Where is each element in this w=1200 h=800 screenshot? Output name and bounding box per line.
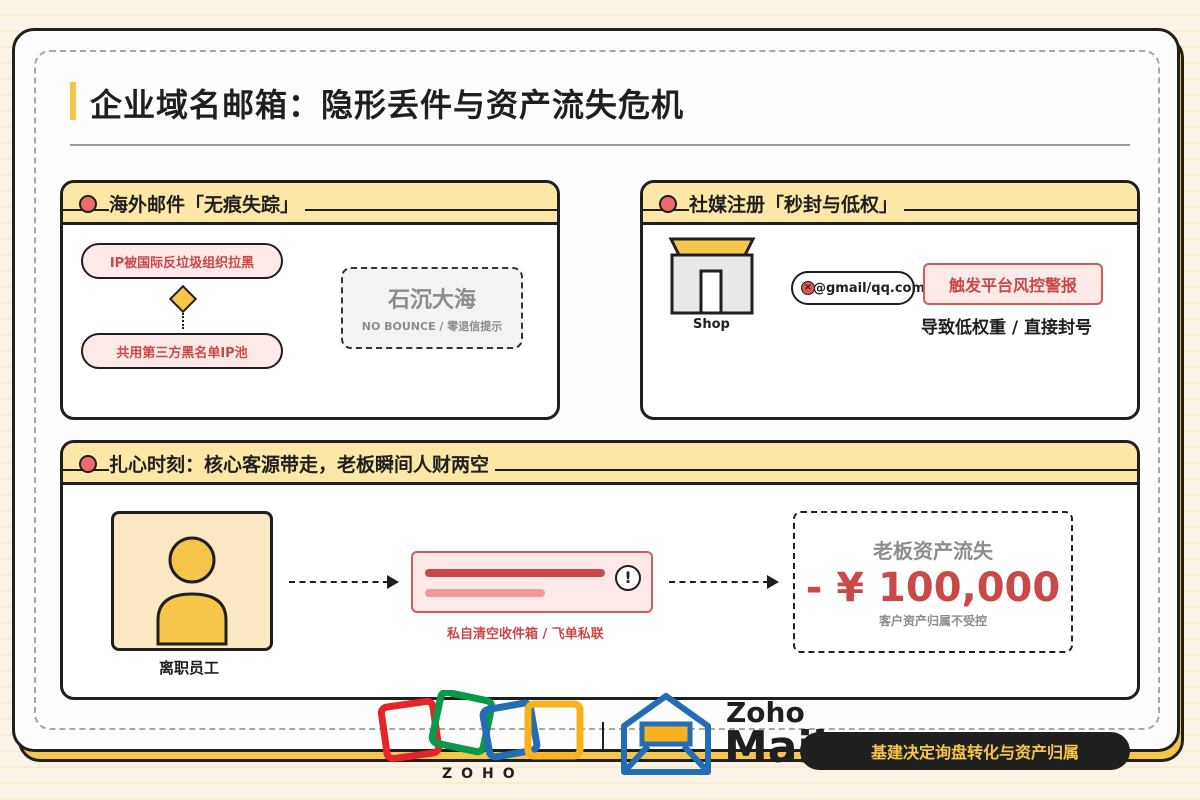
email-bar [425,569,605,577]
loss-subtitle: 客户资产归属不受控 [878,614,987,628]
error-x-icon: × [801,281,815,295]
inbox-cleared-box: ! [411,551,653,613]
shop-icon [669,237,755,315]
loss-amount: - ¥ 100,000 [805,565,1061,611]
arrow-to-loss [669,581,769,583]
email-bar [425,589,545,597]
panel-asset-loss: 扎心时刻：核心客源带走，老板瞬间人财两空 离职员工 ! 私自清空收件箱 / 飞单… [60,440,1140,700]
exclamation-icon: ! [615,565,641,591]
inbox-caption: 私自清空收件箱 / 飞单私联 [447,627,604,642]
employee-label: 离职员工 [159,659,220,677]
blacklist-pill: IP被国际反垃圾组织拉黑 [81,243,283,279]
dashed-frame [34,50,1160,730]
panel-title: 社媒注册「秒封与低权」 [689,190,905,217]
connector-line [182,313,184,329]
status-dot-icon [79,455,97,473]
decision-diamond-icon [168,284,198,314]
logo-separator [602,722,604,752]
risk-result-text: 导致低权重 / 直接封号 [921,318,1093,338]
zoho-mail-envelope-icon [621,693,711,775]
risk-alert-box: 触发平台风控警报 [923,263,1103,305]
email-domain-label: @gmail/qq.com [813,280,926,296]
employee-card [111,511,273,651]
arrow-head-icon [767,575,779,589]
panel-title: 扎心时刻：核心客源带走，老板瞬间人财两空 [109,450,496,477]
status-dot-icon [79,195,97,213]
title-divider [70,144,1130,146]
zoho-mail-top-word: Zoho [726,696,805,729]
sink-subtitle: NO BOUNCE / 零退信提示 [361,320,503,333]
arrow-to-inbox [289,581,389,583]
footer-tagline-band: 基建决定询盘转化与资产归属 [800,732,1130,770]
asset-loss-box: 老板资产流失 - ¥ 100,000 客户资产归属不受控 [793,511,1073,653]
page-title: 企业域名邮箱：隐形丢件与资产流失危机 [90,86,685,124]
shared-ip-pill: 共用第三方黑名单IP池 [81,333,283,369]
person-icon [156,536,228,646]
panel-social-register: 社媒注册「秒封与低权」 Shop × @gmail/qq.com 触发平台风控警… [640,180,1140,420]
panel-title: 海外邮件「无痕失踪」 [109,190,306,217]
shop-label: Shop [693,317,730,332]
title-accent-bar [70,82,76,120]
footer-tagline: 基建决定询盘转化与资产归属 [870,743,1079,762]
panel-overseas-mail: 海外邮件「无痕失踪」 IP被国际反垃圾组织拉黑 共用第三方黑名单IP池 石沉大海… [60,180,560,420]
loss-title: 老板资产流失 [873,539,993,563]
zoho-logo-icon [378,690,584,763]
zoho-wordmark: ZOHO [442,766,524,782]
status-dot-icon [659,195,677,213]
email-pill: × @gmail/qq.com [791,271,925,305]
sink-title: 石沉大海 [387,288,476,313]
arrow-head-icon [387,575,399,589]
sink-box: 石沉大海 NO BOUNCE / 零退信提示 [341,267,523,349]
